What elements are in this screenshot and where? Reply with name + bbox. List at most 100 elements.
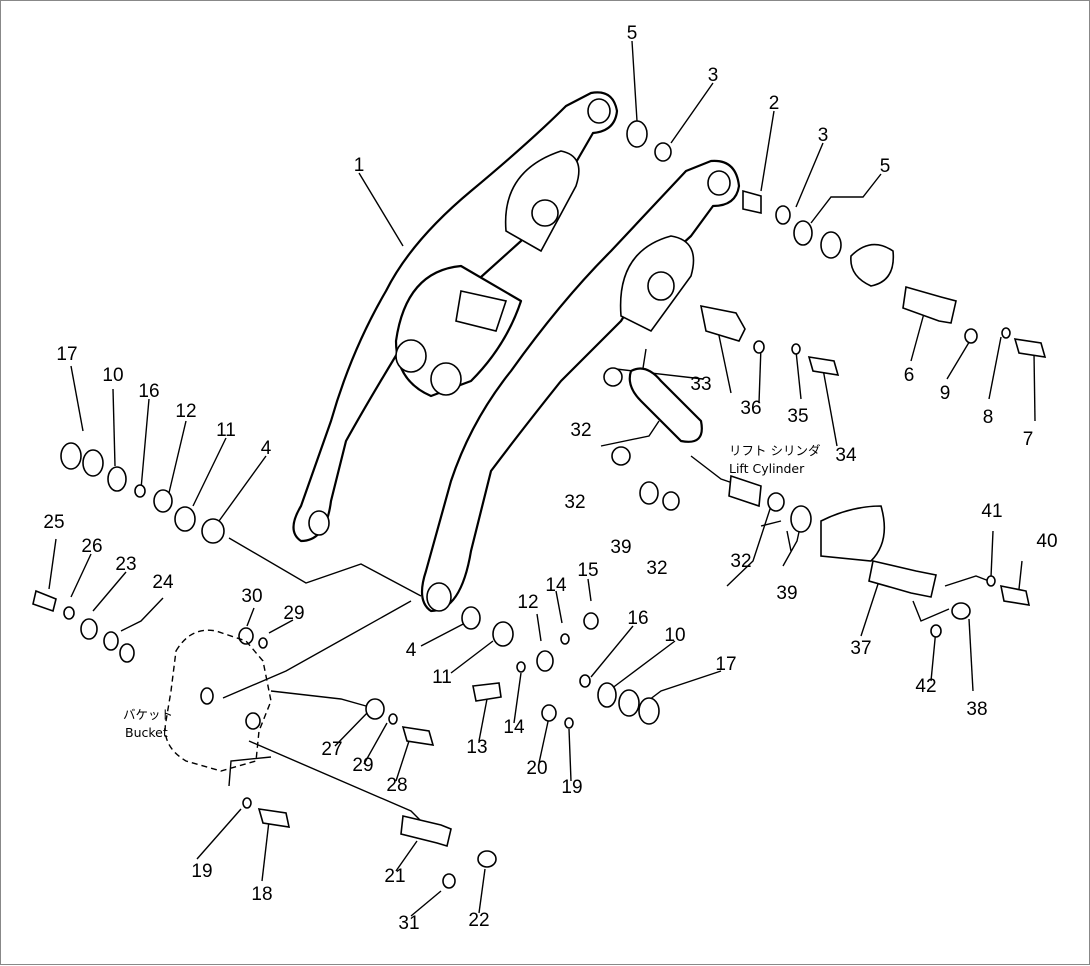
bucket-label-en: Bucket (125, 725, 168, 740)
fitting-36 (753, 340, 765, 354)
part-number: 36 (740, 398, 761, 419)
part-number: 13 (466, 737, 487, 758)
part-number: 32 (570, 420, 591, 441)
shim-10 (107, 466, 127, 492)
part-number: 26 (81, 536, 102, 557)
part-number: 1 (354, 155, 365, 176)
boom-bracket-bore (531, 199, 559, 227)
washer-14 (560, 633, 570, 645)
part-number: 25 (43, 512, 64, 533)
washer-39 (639, 481, 659, 505)
bucket-label-jp: バケット (123, 707, 173, 722)
bushing-32b (611, 446, 631, 466)
plate-17b (82, 449, 104, 477)
grease-fitting-9 (964, 328, 978, 344)
cross-tube-plate (455, 290, 508, 332)
part-number: 5 (880, 156, 891, 177)
part-number: 29 (283, 603, 304, 624)
plate-17c (618, 689, 640, 717)
lift-cylinder-label-jp: リフト シリンダ (729, 443, 820, 458)
washer-39b (790, 505, 812, 533)
pin-33 (699, 304, 746, 342)
lift-cylinder (628, 367, 703, 443)
part-number: 11 (432, 667, 452, 688)
washer-27 (365, 698, 385, 720)
part-number: 10 (102, 365, 123, 386)
cross-tube-bore (395, 339, 427, 373)
lift-cylinder-label-en: Lift Cylinder (729, 461, 805, 476)
washer-26 (63, 606, 75, 620)
part-number: 39 (610, 537, 631, 558)
washer-29 (258, 637, 268, 649)
seal-11 (174, 506, 196, 532)
o-ring-16b (579, 674, 591, 688)
snap-ring-12b (536, 650, 554, 672)
part-number: 29 (352, 755, 373, 776)
bolt-25 (32, 589, 57, 613)
snap-ring-12 (153, 489, 173, 513)
bucket-bore (200, 687, 214, 705)
part-number: 18 (251, 884, 272, 905)
part-number: 14 (545, 575, 567, 596)
pin-6 (902, 285, 957, 324)
lift-cylinder-label: リフト シリンダ Lift Cylinder (729, 443, 820, 476)
pin-21 (400, 815, 452, 848)
plate-37 (820, 505, 886, 562)
part-number: 3 (818, 125, 829, 146)
part-number: 15 (577, 560, 598, 581)
bushing-2 (742, 189, 762, 214)
part-number: 28 (386, 775, 407, 796)
bushing-4b (461, 606, 481, 630)
part-number: 21 (384, 866, 405, 887)
part-number: 3 (708, 65, 719, 86)
part-number: 16 (627, 608, 648, 629)
shim-10b (597, 682, 617, 708)
part-number: 7 (1023, 429, 1034, 450)
part-number: 39 (776, 583, 797, 604)
nut-20 (541, 704, 557, 722)
bolt-34 (807, 356, 840, 376)
bushing-3b (775, 205, 791, 225)
bushing-32c (662, 491, 680, 511)
part-number: 20 (526, 758, 547, 779)
part-number: 12 (517, 592, 538, 613)
bushing-4 (201, 518, 225, 544)
boom-right-arm (420, 159, 741, 613)
bolt-18 (257, 808, 291, 828)
washer-8 (1001, 327, 1011, 339)
washer-14b (516, 661, 526, 673)
washer-5c (820, 231, 842, 259)
part-number: 34 (835, 445, 857, 466)
part-number: 9 (940, 383, 951, 404)
part-number: 32 (730, 551, 751, 572)
part-number: 41 (981, 501, 1002, 522)
washer-35 (791, 343, 801, 355)
boom-pin-bore (707, 170, 731, 196)
plate (850, 243, 895, 287)
seal-11b (492, 621, 514, 647)
washer-41 (986, 575, 996, 587)
bolt-7 (1013, 338, 1047, 358)
part-number: 31 (398, 913, 419, 934)
bushing-32 (603, 367, 623, 387)
part-number: 38 (966, 699, 987, 720)
part-number: 4 (261, 438, 272, 459)
cross-tube-bore (430, 362, 462, 396)
part-number: 14 (503, 717, 525, 738)
plate-17 (60, 442, 82, 470)
bucket-outline (164, 629, 272, 772)
washer-29b (388, 713, 398, 725)
part-number: 37 (850, 638, 871, 659)
pin-37 (868, 560, 937, 598)
shim-24 (103, 631, 119, 651)
cap-42 (930, 624, 942, 638)
bolt-13 (472, 682, 502, 702)
grease-fitting-22 (477, 850, 497, 868)
part-number: 22 (468, 910, 489, 931)
shim-24b (119, 643, 135, 663)
part-number: 30 (241, 586, 262, 607)
nut-15 (583, 612, 599, 630)
part-number: 4 (406, 640, 417, 661)
bolt-40 (999, 584, 1031, 606)
cylinder-rod-end (728, 474, 762, 508)
